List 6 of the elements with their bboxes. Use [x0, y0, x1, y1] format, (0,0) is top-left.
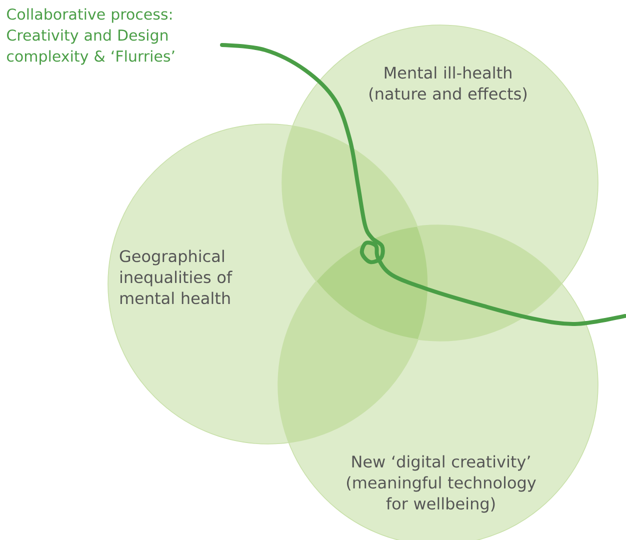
circle [108, 124, 428, 444]
circle-label: Geographical inequalities of mental health [120, 250, 232, 304]
circle [282, 24, 598, 342]
circle-label: Mental ill-health (nature and effects) [369, 66, 527, 102]
circle-label: New ‘digital creativity’ (meaningful technology for wellbeing) [347, 455, 536, 513]
title-text: Collaborative process: Creativity and Design complexity & ‘Flurries’ [7, 8, 174, 65]
